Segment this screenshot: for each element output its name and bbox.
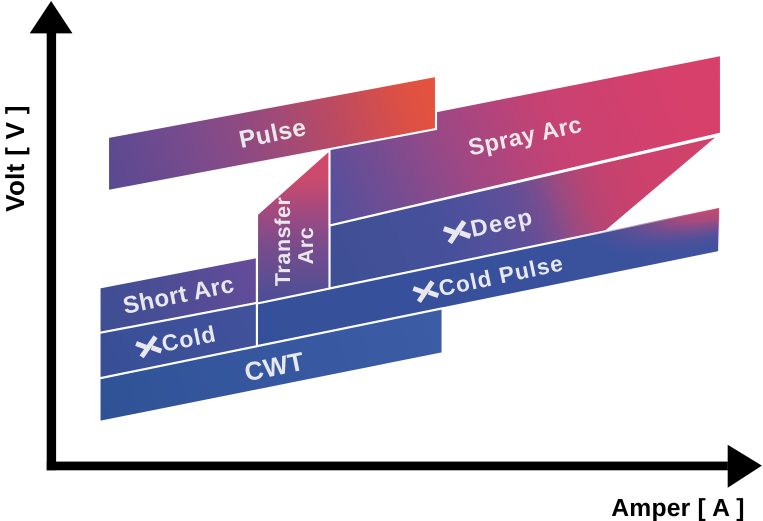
svg-text:Volt [ V ]: Volt [ V ]	[0, 105, 30, 212]
svg-text:Amper [ A ]: Amper [ A ]	[611, 495, 744, 521]
svg-text:Transfer: Transfer	[271, 196, 295, 286]
svg-text:Arc: Arc	[294, 227, 318, 265]
